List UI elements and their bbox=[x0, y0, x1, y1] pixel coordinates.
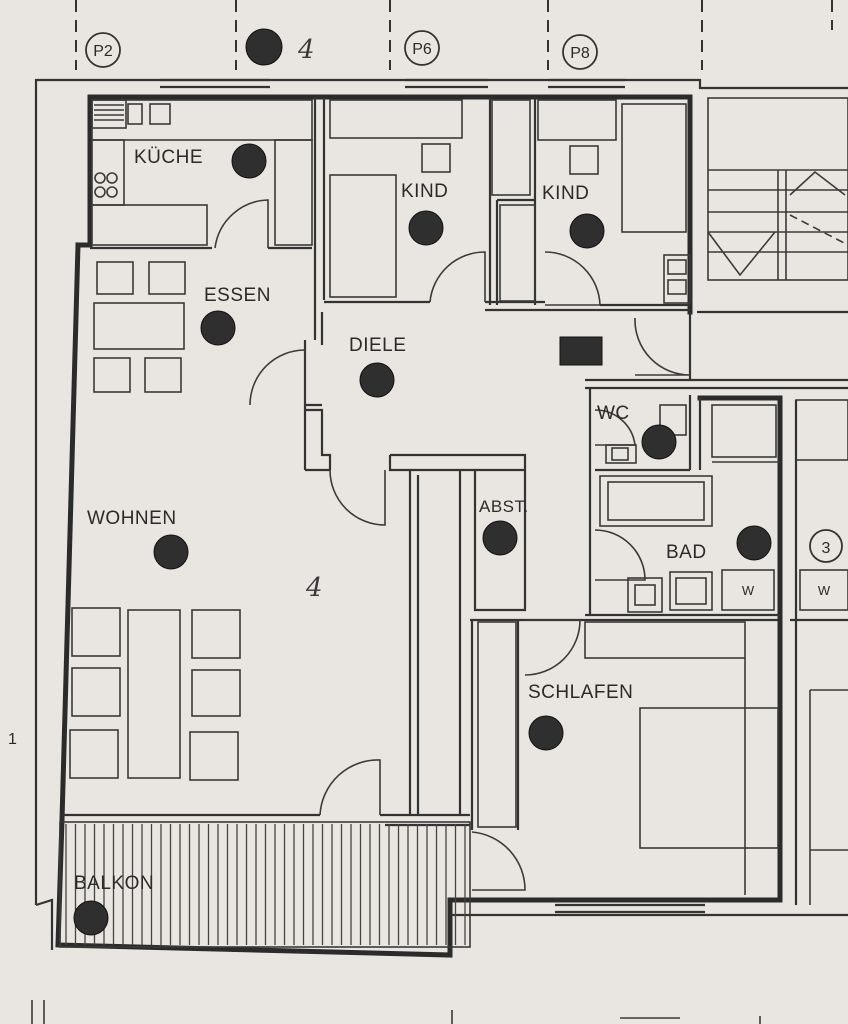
marker-wohnen bbox=[153, 534, 189, 570]
top-marker-4-label: 4 bbox=[297, 35, 315, 65]
marker-diele-distribution bbox=[559, 336, 603, 366]
top-axis-lines bbox=[75, 0, 833, 70]
balcony-hatch bbox=[59, 821, 471, 948]
marker-diele bbox=[359, 362, 395, 398]
marker-kind1 bbox=[408, 210, 444, 246]
label-kueche: KÜCHE bbox=[134, 147, 203, 168]
bottom-edge-marks bbox=[31, 1000, 761, 1024]
marker-wc bbox=[641, 424, 677, 460]
room-markers bbox=[73, 143, 772, 936]
marker-bad bbox=[736, 525, 772, 561]
marker-kueche bbox=[231, 143, 267, 179]
label-wc: WC bbox=[597, 403, 630, 424]
bath-fixtures bbox=[599, 404, 848, 613]
unit-number-handwritten: 4 bbox=[305, 573, 323, 603]
label-kind1: KIND bbox=[401, 181, 448, 202]
label-bad: BAD bbox=[666, 542, 707, 563]
unit-circle-3: 3 bbox=[809, 529, 843, 563]
kind1-furniture bbox=[329, 99, 531, 298]
top-marker-p6-label: P6 bbox=[412, 41, 432, 58]
marker-balkon bbox=[73, 900, 109, 936]
left-margin-number: 1 bbox=[8, 731, 17, 748]
label-abst: ABST. bbox=[479, 497, 529, 516]
doors bbox=[214, 199, 691, 891]
marker-schlafen bbox=[528, 715, 564, 751]
washer-label-2: W bbox=[818, 583, 831, 598]
top-marker-p8-label: P8 bbox=[570, 45, 590, 62]
kitchen-fixtures bbox=[91, 99, 313, 246]
label-kind2: KIND bbox=[542, 183, 589, 204]
apartment-walls bbox=[55, 94, 848, 958]
top-marker-p2: P2 bbox=[85, 32, 121, 68]
neighbour-unit bbox=[707, 97, 848, 905]
dining-furniture bbox=[93, 261, 186, 393]
marker-essen bbox=[200, 310, 236, 346]
kind2-furniture bbox=[499, 99, 691, 304]
marker-kind2 bbox=[569, 213, 605, 249]
room-labels: KÜCHE KIND KIND ESSEN DIELE WC WOHNEN AB… bbox=[74, 147, 707, 894]
label-diele: DIELE bbox=[349, 335, 406, 356]
exterior-outline bbox=[34, 78, 848, 950]
label-schlafen: SCHLAFEN bbox=[528, 682, 633, 703]
label-wohnen: WOHNEN bbox=[87, 508, 177, 529]
label-balkon: BALKON bbox=[74, 873, 154, 894]
top-marker-p6: P6 bbox=[404, 30, 440, 66]
unit-circle-3-label: 3 bbox=[822, 540, 831, 557]
living-furniture bbox=[69, 607, 241, 781]
washer-label-1: W bbox=[742, 583, 755, 598]
top-marker-p2-label: P2 bbox=[93, 43, 113, 60]
top-marker-4: 4 bbox=[245, 28, 315, 66]
label-essen: ESSEN bbox=[204, 285, 271, 306]
top-marker-p8: P8 bbox=[562, 34, 598, 70]
marker-abst bbox=[482, 520, 518, 556]
bedroom-furniture bbox=[477, 621, 779, 895]
